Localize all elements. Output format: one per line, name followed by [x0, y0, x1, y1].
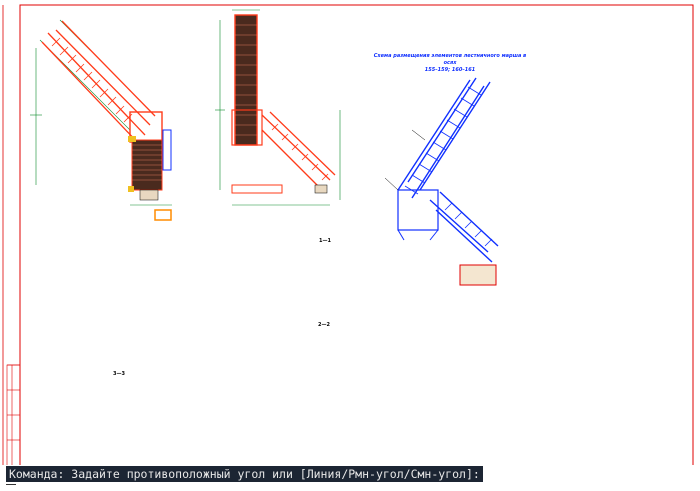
section-label-2-2: 2—2 — [318, 322, 330, 328]
stair-view-b — [215, 9, 341, 206]
command-prompt[interactable]: Команда: Задайте противоположный угол ил… — [6, 466, 483, 482]
isometric-stair-model — [384, 77, 499, 286]
command-cursor — [6, 484, 16, 485]
drawing-title: Схема размещения элементов лестничного м… — [370, 53, 530, 74]
drawing-title-line1: Схема размещения элементов лестничного м… — [373, 53, 527, 66]
section-label-3-3: 3—3 — [113, 371, 125, 377]
drawing-title-line2: 155–159; 160–161 — [424, 67, 476, 73]
stair-view-a — [30, 19, 172, 221]
section-label-1-1: 1—1 — [319, 238, 331, 244]
